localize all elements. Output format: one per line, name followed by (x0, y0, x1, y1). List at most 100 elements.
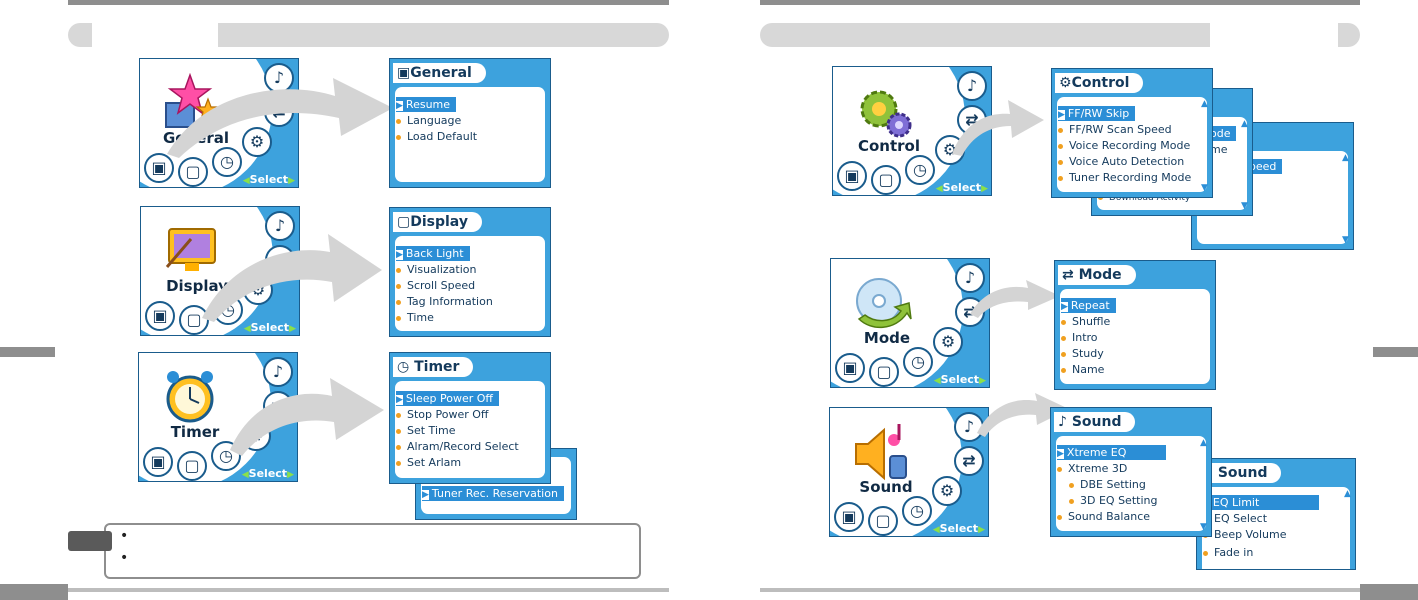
bottom-rule-right (760, 588, 1360, 592)
menu-item-language[interactable]: Language (396, 113, 461, 128)
menu-item-voice-recording-mode[interactable]: Voice Recording Mode (1058, 138, 1190, 153)
scroll-down-icon[interactable]: ▼ (1342, 235, 1349, 245)
menu-item-dbe-setting[interactable]: DBE Setting (1069, 477, 1146, 492)
scroll-up-icon[interactable]: ▲ (1201, 99, 1208, 109)
menu-item-beep-volume[interactable]: Beep Volume (1203, 527, 1286, 542)
menu-item-set-time[interactable]: Set Time (396, 423, 455, 438)
gear-icon: ⚙ (933, 327, 963, 357)
menu-item-time[interactable]: Time (396, 310, 434, 325)
sound-icon-screen: Sound ♪ ⇄ ⚙ ◷ ▢ ▣ ◀Select▶ (829, 407, 989, 537)
menu-item-name[interactable]: Name (1061, 362, 1104, 377)
cube-icon: ▣ (144, 153, 174, 183)
display-icon: ▢ (868, 506, 898, 536)
scroll-up-icon[interactable]: ▲ (1342, 153, 1349, 163)
menu-item-back-light[interactable]: ▶Back Light (396, 246, 470, 261)
scroll-down-icon[interactable]: ▼ (1241, 201, 1248, 211)
bottom-rule-left (68, 588, 669, 592)
general-menu: ▣General ▶Resume Language Load Default (389, 58, 551, 188)
clock-icon: ◷ (903, 347, 933, 377)
sound-submenu-title: ♪ Sound (1200, 463, 1282, 483)
header-title-gap-left (92, 23, 218, 47)
clock-icon: ◷ (211, 441, 241, 471)
menu-item-visualization[interactable]: Visualization (396, 262, 476, 277)
menu-item-set-arlam[interactable]: Set Arlam (396, 455, 461, 470)
display-icon: ▢ (871, 165, 901, 195)
menu-item-xtreme-eq[interactable]: ▶Xtreme EQ (1057, 445, 1167, 460)
menu-item-sleep-power-off[interactable]: ▶Sleep Power Off (396, 391, 499, 406)
display-icon: ▢ (179, 305, 209, 335)
menu-item-voice-auto-detection[interactable]: Voice Auto Detection (1058, 154, 1184, 169)
display-menu-title: ▢Display (393, 212, 482, 232)
cube-icon: ▣ (143, 447, 173, 477)
timer-menu: ◷ Timer ▶Sleep Power Off Stop Power Off … (389, 352, 551, 484)
select-hint: ◀Select▶ (935, 181, 988, 194)
cube-icon: ▣ (397, 65, 411, 81)
menu-item-3d-eq-setting[interactable]: 3D EQ Setting (1069, 493, 1157, 508)
sound-submenu: ♪ Sound ▶EQ Limit EQ Select Beep Volume … (1196, 458, 1356, 570)
select-hint: ◀Select▶ (932, 522, 985, 535)
cube-icon: ▣ (834, 502, 864, 532)
menu-item-tuner-rec-reservation[interactable]: ▶Tuner Rec. Reservation (422, 486, 564, 501)
timer-menu-title: ◷ Timer (393, 357, 474, 377)
scroll-up-icon[interactable]: ▲ (1241, 119, 1248, 129)
gear-icon: ⚙ (1059, 75, 1072, 91)
menu-item-eq-select[interactable]: EQ Select (1203, 511, 1267, 526)
general-stars-icon (165, 73, 221, 128)
timer-arrow (230, 378, 384, 456)
control-icon-label: Control (857, 137, 920, 155)
menu-item-fade-in[interactable]: Fade in (1203, 545, 1253, 560)
music-icon: ♪ (957, 71, 987, 101)
clock-icon: ◷ (397, 359, 415, 375)
menu-item-ff-rw-skip[interactable]: ▶FF/RW Skip (1058, 106, 1136, 121)
scroll-up-icon[interactable]: ▲ (1200, 438, 1207, 448)
display-icon-label: Display (166, 277, 228, 295)
music-icon: ♪ (263, 357, 293, 387)
select-hint: ◀Select▶ (243, 321, 296, 334)
speaker-note-icon (855, 424, 907, 481)
mode-menu: ⇄ Mode ▶Repeat Shuffle Intro Study Name (1054, 260, 1216, 390)
general-arrow (167, 78, 393, 158)
menu-item-repeat[interactable]: ▶Repeat (1061, 298, 1116, 313)
menu-item-tag-information[interactable]: Tag Information (396, 294, 493, 309)
mode-icon-label: Mode (863, 329, 911, 347)
menu-item-name-fragment[interactable]: me (1210, 143, 1228, 156)
side-tab-right (1373, 347, 1418, 357)
general-icon-screen: General ♪ ⇄ ⚙ ◷ ▢ ▣ ◀Select▶ (139, 58, 299, 188)
menu-item-study[interactable]: Study (1061, 346, 1104, 361)
menu-item-ff-rw-scan-speed[interactable]: FF/RW Scan Speed (1058, 122, 1172, 137)
menu-item-alram-record-select[interactable]: Alram/Record Select (396, 439, 519, 454)
menu-item-resume[interactable]: ▶Resume (396, 97, 457, 112)
display-monitor-icon (165, 228, 216, 271)
header-title-gap-right (1210, 23, 1338, 47)
scroll-down-icon[interactable]: ▼ (1200, 522, 1207, 532)
menu-item-mode-fragment[interactable]: ode (1210, 126, 1237, 141)
menu-item-xtreme-3d[interactable]: Xtreme 3D (1057, 461, 1127, 476)
menu-item-eq-limit[interactable]: ▶EQ Limit (1203, 495, 1320, 510)
sound-arrow (977, 393, 1069, 437)
menu-item-sound-balance[interactable]: Sound Balance (1057, 509, 1150, 524)
cube-icon: ▣ (837, 161, 867, 191)
scroll-down-icon[interactable]: ▼ (1201, 183, 1208, 193)
menu-item-shuffle[interactable]: Shuffle (1061, 314, 1110, 329)
sound-icon-label: Sound (859, 478, 913, 496)
note-bullet: • (120, 528, 129, 544)
repeat-icon: ⇄ (954, 446, 984, 476)
menu-item-tuner-recording-mode[interactable]: Tuner Recording Mode (1058, 170, 1191, 185)
menu-item-intro[interactable]: Intro (1061, 330, 1098, 345)
control-arrow (952, 100, 1044, 156)
general-menu-title: ▣General (393, 63, 486, 83)
select-hint: ◀Select▶ (933, 373, 986, 386)
music-icon: ♪ (1058, 414, 1072, 430)
cube-icon: ▣ (145, 301, 175, 331)
display-menu: ▢Display ▶Back Light Visualization Scrol… (389, 207, 551, 337)
note-tag (68, 531, 112, 551)
timer-icon-label: Timer (170, 423, 220, 441)
scroll-up-icon[interactable]: ▲ (1344, 489, 1351, 499)
clock-icon: ◷ (212, 147, 242, 177)
menu-item-scroll-speed[interactable]: Scroll Speed (396, 278, 475, 293)
control-menu: ⚙Control ▶FF/RW Skip FF/RW Scan Speed Vo… (1051, 68, 1213, 198)
side-tab-left (0, 347, 55, 357)
cd-repeat-icon (856, 278, 912, 328)
menu-item-load-default[interactable]: Load Default (396, 129, 477, 144)
menu-item-stop-power-off[interactable]: Stop Power Off (396, 407, 489, 422)
